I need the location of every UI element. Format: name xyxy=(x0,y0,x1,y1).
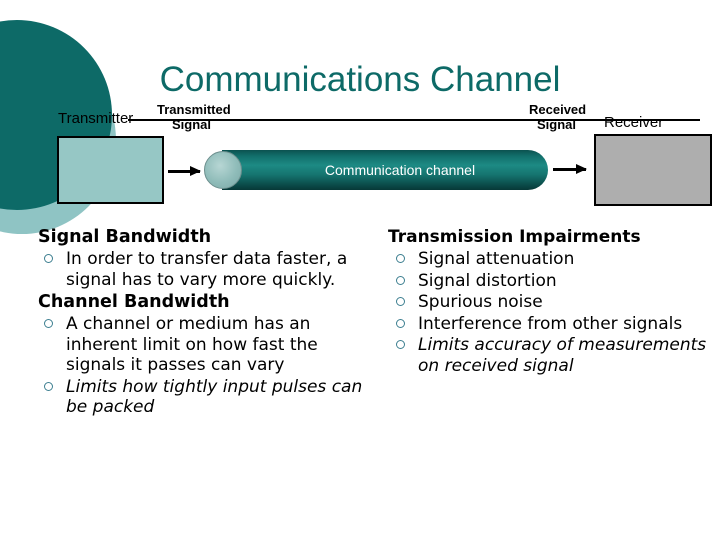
circle-bullet-icon xyxy=(396,297,405,306)
left-column: Signal Bandwidth In order to transfer da… xyxy=(38,226,368,419)
list-item-text: In order to transfer data faster, a sign… xyxy=(66,249,348,290)
communications-channel-diagram: Transmitter Transmitted Signal Received … xyxy=(0,0,720,215)
receiver-label: Receiver xyxy=(604,114,664,131)
transmitted-signal-line1: Transmitted xyxy=(157,102,231,117)
bullet-list-transmission-impairments: Signal attenuation Signal distortion Spu… xyxy=(388,249,713,376)
communication-channel-cylinder: Communication channel xyxy=(204,150,548,190)
heading-channel-bandwidth: Channel Bandwidth xyxy=(38,292,230,312)
bullet-list-channel-bandwidth: A channel or medium has an inherent limi… xyxy=(38,314,368,418)
received-signal-line2: Signal xyxy=(537,117,577,132)
cylinder-body xyxy=(222,150,548,190)
arrow-right-icon-transmit xyxy=(168,166,201,176)
arrow-right-icon-receive xyxy=(553,164,587,174)
list-item: Interference from other signals xyxy=(388,314,713,335)
list-item: A channel or medium has an inherent limi… xyxy=(38,314,368,376)
circle-bullet-icon xyxy=(396,340,405,349)
bullet-list-signal-bandwidth: In order to transfer data faster, a sign… xyxy=(38,249,368,290)
circle-bullet-icon xyxy=(396,275,405,285)
circle-bullet-icon xyxy=(396,254,405,263)
page-title: Communications Channel xyxy=(159,60,561,99)
cylinder-end-cap xyxy=(204,151,242,189)
list-item-text: Signal attenuation xyxy=(418,249,575,269)
received-signal-line1: Received xyxy=(529,102,587,117)
heading-transmission-impairments: Transmission Impairments xyxy=(388,227,641,247)
list-item: Limits accuracy of measurements on recei… xyxy=(388,335,713,376)
circle-bullet-icon xyxy=(396,318,405,328)
received-signal-label: Received Signal xyxy=(529,102,586,132)
content-columns: Signal Bandwidth In order to transfer da… xyxy=(0,226,720,526)
circle-bullet-icon xyxy=(44,254,53,263)
transmitted-signal-label: Transmitted Signal xyxy=(157,102,231,132)
list-item: In order to transfer data faster, a sign… xyxy=(38,249,368,290)
channel-label: Communication channel xyxy=(324,162,476,178)
list-item: Limits how tightly input pulses can be p… xyxy=(38,377,368,418)
list-item-text: Limits accuracy of measurements on recei… xyxy=(418,335,707,376)
circle-bullet-icon xyxy=(44,381,53,391)
list-item-text: Signal distortion xyxy=(418,270,557,291)
list-item-text: Spurious noise xyxy=(418,292,543,312)
receiver-box xyxy=(594,134,712,206)
right-column: Transmission Impairments Signal attenuat… xyxy=(388,226,713,377)
list-item: Spurious noise xyxy=(388,292,713,313)
list-item: Signal attenuation xyxy=(388,249,713,270)
list-item-text: Limits how tightly input pulses can be p… xyxy=(66,376,363,418)
horizontal-rule xyxy=(128,119,700,121)
list-item: Signal distortion xyxy=(388,271,713,292)
list-item-text: A channel or medium has an inherent limi… xyxy=(66,314,318,375)
circle-bullet-icon xyxy=(44,319,53,328)
transmitter-box xyxy=(57,136,164,204)
transmitter-label: Transmitter xyxy=(58,110,134,127)
heading-signal-bandwidth: Signal Bandwidth xyxy=(38,227,212,247)
list-item-text: Interference from other signals xyxy=(418,313,683,334)
transmitted-signal-line2: Signal xyxy=(172,117,212,132)
